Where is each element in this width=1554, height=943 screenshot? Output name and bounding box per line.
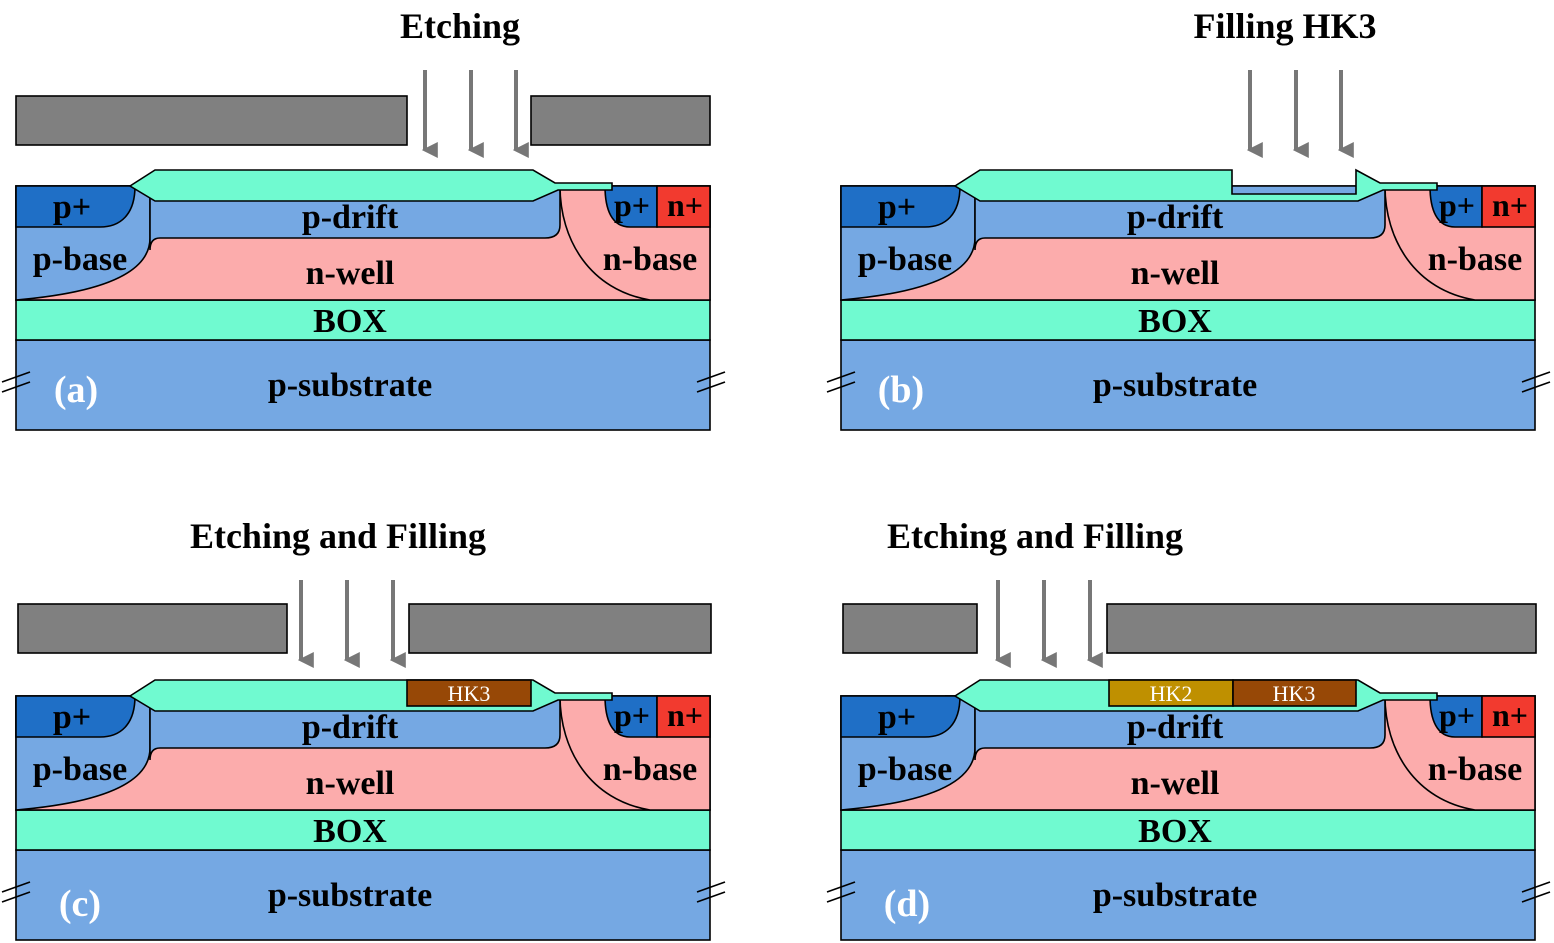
n-plus-region bbox=[1481, 185, 1536, 228]
panel-a: Etching p+ p-drift p+ n+ p-base n-well n… bbox=[1, 6, 726, 431]
step-title: Etching and Filling bbox=[887, 516, 1183, 556]
box-layer bbox=[840, 809, 1536, 851]
p-drift-region bbox=[120, 695, 561, 761]
mask-right bbox=[1106, 603, 1537, 654]
hk2-fill bbox=[1108, 679, 1234, 707]
step-title: Filling HK3 bbox=[1193, 6, 1376, 46]
p-base-label: p-base bbox=[33, 241, 127, 278]
n-well-label: n-well bbox=[306, 765, 395, 802]
box-layer bbox=[15, 809, 711, 851]
p-plus-left-label: p+ bbox=[53, 699, 91, 736]
etch-arrows bbox=[994, 580, 1103, 668]
p-base-label: p-base bbox=[858, 751, 952, 788]
panel-label: (c) bbox=[59, 883, 101, 925]
mask-left bbox=[842, 603, 978, 654]
mask-right bbox=[408, 603, 712, 654]
n-base-label: n-base bbox=[603, 241, 697, 278]
break-mark-left bbox=[826, 881, 856, 903]
n-plus-label: n+ bbox=[1492, 187, 1528, 223]
break-mark-right bbox=[696, 881, 726, 903]
break-mark-right bbox=[1521, 881, 1551, 903]
mask-right bbox=[530, 95, 711, 146]
p-plus-left-label: p+ bbox=[878, 699, 916, 736]
fill-arrows bbox=[1246, 70, 1354, 158]
n-plus-region bbox=[1481, 695, 1536, 738]
p-drift-region bbox=[120, 185, 561, 251]
n-well-label: n-well bbox=[1131, 255, 1220, 292]
p-plus-left-label: p+ bbox=[53, 189, 91, 226]
p-plus-right-region bbox=[604, 185, 658, 228]
substrate-label: p-substrate bbox=[1093, 877, 1257, 914]
etch-arrows bbox=[421, 70, 529, 158]
p-drift-label: p-drift bbox=[302, 199, 399, 236]
device-cross-section: p+ p-drift p+ n+ p-base n-well n-base BO… bbox=[826, 168, 1551, 431]
p-drift-label: p-drift bbox=[1127, 709, 1224, 746]
substrate-label: p-substrate bbox=[268, 877, 432, 914]
mask-left bbox=[17, 603, 288, 654]
n-base-label: n-base bbox=[1428, 241, 1522, 278]
n-well-label: n-well bbox=[1131, 765, 1220, 802]
p-drift-region bbox=[945, 695, 1386, 761]
box-layer bbox=[840, 299, 1536, 341]
substrate-layer bbox=[840, 339, 1536, 431]
hk3-label: HK3 bbox=[1273, 681, 1316, 706]
break-mark-right bbox=[696, 371, 726, 393]
panel-c: Etching and Filling HK3 p+ p-drift p+ n+ bbox=[1, 516, 726, 941]
break-mark-left bbox=[1, 371, 31, 393]
p-plus-right-label: p+ bbox=[1439, 697, 1475, 733]
n-plus-label: n+ bbox=[1492, 697, 1528, 733]
hk3-label: HK3 bbox=[448, 681, 491, 706]
p-plus-right-region bbox=[1429, 185, 1483, 228]
n-plus-label: n+ bbox=[667, 187, 703, 223]
box-label: BOX bbox=[313, 813, 387, 850]
n-base-label: n-base bbox=[1428, 751, 1522, 788]
substrate-label: p-substrate bbox=[268, 367, 432, 404]
p-base-label: p-base bbox=[858, 241, 952, 278]
box-label: BOX bbox=[313, 303, 387, 340]
substrate-layer bbox=[15, 849, 711, 941]
substrate-label: p-substrate bbox=[1093, 367, 1257, 404]
p-plus-right-region bbox=[604, 695, 658, 738]
n-plus-region bbox=[656, 185, 711, 228]
panel-label: (a) bbox=[54, 369, 98, 411]
p-drift-label: p-drift bbox=[1127, 199, 1224, 236]
substrate-layer bbox=[840, 849, 1536, 941]
p-plus-right-label: p+ bbox=[614, 697, 650, 733]
p-base-label: p-base bbox=[33, 751, 127, 788]
p-plus-left-label: p+ bbox=[878, 189, 916, 226]
hk3-fill bbox=[1232, 679, 1357, 707]
panel-b: Filling HK3 p+ p-drift p+ n+ p-base n-we… bbox=[826, 6, 1551, 431]
field-oxide bbox=[128, 169, 613, 202]
field-oxide-etched bbox=[953, 168, 1438, 202]
substrate-layer bbox=[15, 339, 711, 431]
p-drift-region bbox=[945, 185, 1386, 251]
device-cross-section: p+ p-drift p+ n+ p-base n-well n-base BO… bbox=[1, 169, 726, 431]
hk3-fill bbox=[406, 679, 532, 707]
break-mark-left bbox=[1, 881, 31, 903]
field-oxide bbox=[128, 679, 613, 712]
n-base-label: n-base bbox=[603, 751, 697, 788]
p-plus-right-label: p+ bbox=[614, 187, 650, 223]
p-plus-right-label: p+ bbox=[1439, 187, 1475, 223]
mask-left bbox=[15, 95, 408, 146]
panel-label: (d) bbox=[884, 883, 930, 925]
device-cross-section: HK3 p+ p-drift p+ n+ p-base n-well n-bas… bbox=[1, 679, 726, 941]
n-plus-label: n+ bbox=[667, 697, 703, 733]
p-drift-label: p-drift bbox=[302, 709, 399, 746]
n-plus-region bbox=[656, 695, 711, 738]
p-plus-right-region bbox=[1429, 695, 1483, 738]
step-title: Etching bbox=[400, 6, 520, 46]
break-mark-left bbox=[826, 371, 856, 393]
panel-d: Etching and Filling HK2 HK3 p+ p-drift p bbox=[826, 516, 1551, 941]
device-cross-section: HK2 HK3 p+ p-drift p+ n+ p-base n-well n… bbox=[826, 679, 1551, 941]
box-label: BOX bbox=[1138, 303, 1212, 340]
n-well-label: n-well bbox=[306, 255, 395, 292]
step-title: Etching and Filling bbox=[190, 516, 486, 556]
box-label: BOX bbox=[1138, 813, 1212, 850]
etch-arrows bbox=[297, 580, 406, 668]
panel-label: (b) bbox=[878, 369, 924, 411]
hk2-label: HK2 bbox=[1150, 681, 1193, 706]
break-mark-right bbox=[1521, 371, 1551, 393]
